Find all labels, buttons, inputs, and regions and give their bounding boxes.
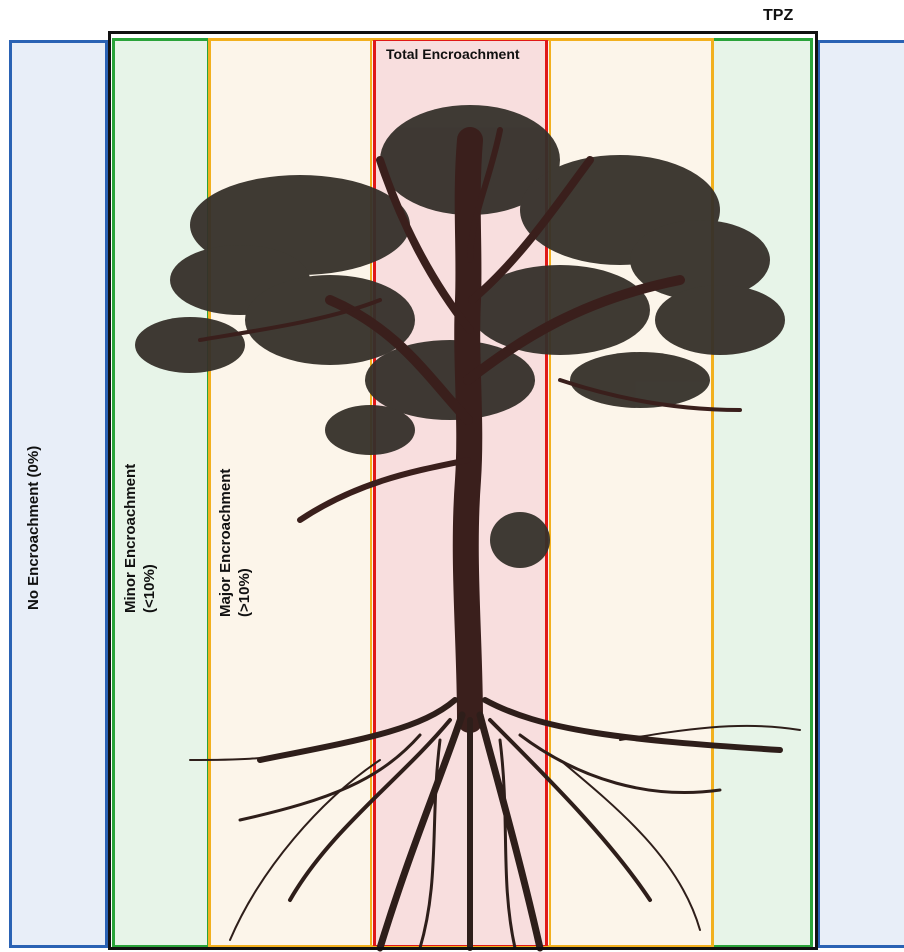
tpz-boundary bbox=[108, 31, 818, 950]
minor-encroachment-label-line2: (<10%) bbox=[140, 464, 159, 613]
major-encroachment-label-line2: (>10%) bbox=[235, 469, 254, 617]
no-encroachment-label: No Encroachment (0%) bbox=[25, 446, 42, 610]
minor-encroachment-label-line1: Minor Encroachment bbox=[121, 464, 140, 613]
minor-encroachment-label: Minor Encroachment (<10%) bbox=[121, 464, 159, 613]
tpz-label: TPZ bbox=[763, 7, 793, 25]
major-encroachment-label-line1: Major Encroachment bbox=[216, 469, 235, 617]
total-encroachment-label: Total Encroachment bbox=[386, 46, 520, 62]
major-encroachment-label: Major Encroachment (>10%) bbox=[216, 469, 254, 617]
